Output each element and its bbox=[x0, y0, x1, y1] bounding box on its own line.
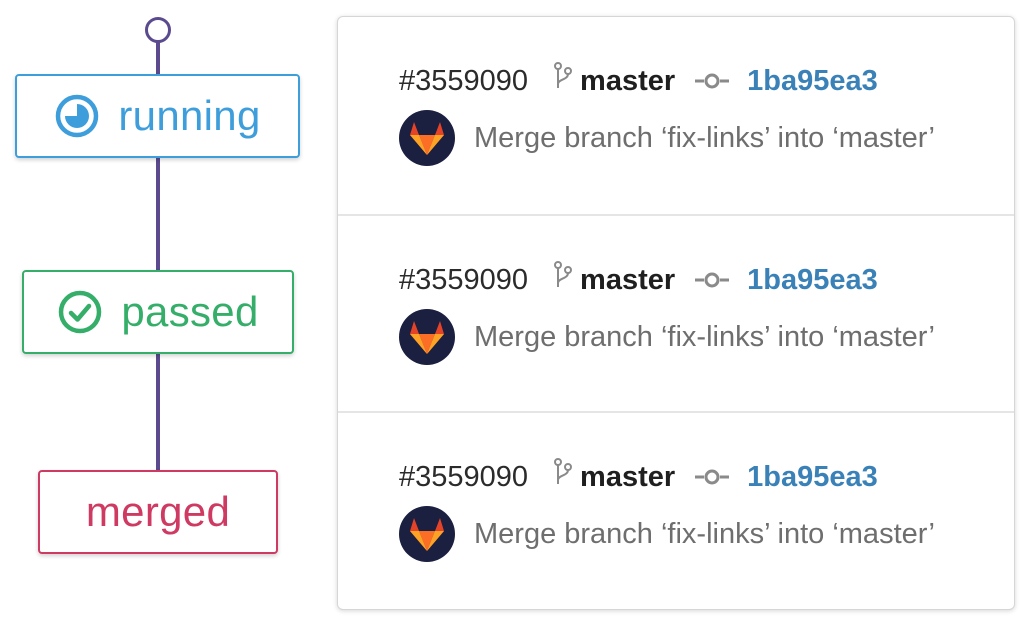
commit-icon bbox=[695, 272, 730, 288]
pipeline-row[interactable]: #3559090 master 1ba95ea3 bbox=[338, 411, 1014, 608]
check-circle-icon bbox=[59, 290, 102, 334]
branch-icon bbox=[554, 458, 573, 484]
commit-info: Merge branch ‘fix-links’ into ‘master’ bbox=[399, 309, 935, 365]
pipeline-id-link[interactable]: #3559090 bbox=[399, 460, 529, 493]
timeline-line bbox=[156, 40, 160, 470]
commit-sha-link[interactable]: 1ba95ea3 bbox=[747, 64, 878, 97]
status-timeline: running passed merged bbox=[0, 0, 320, 628]
avatar[interactable] bbox=[399, 309, 455, 365]
status-label: merged bbox=[85, 488, 231, 535]
pipeline-meta: #3559090 master 1ba95ea3 bbox=[399, 260, 878, 300]
status-label: passed bbox=[121, 288, 259, 335]
branch-name-link[interactable]: master bbox=[580, 460, 676, 493]
gitlab-tanuki-icon bbox=[410, 518, 444, 551]
status-label: running bbox=[118, 92, 261, 139]
commit-message-link[interactable]: Merge branch ‘fix-links’ into ‘master’ bbox=[474, 517, 935, 550]
running-icon bbox=[56, 94, 99, 138]
pipeline-id-link[interactable]: #3559090 bbox=[399, 263, 529, 296]
status-running-badge[interactable]: running bbox=[15, 74, 300, 158]
pipeline-id-link[interactable]: #3559090 bbox=[399, 64, 529, 97]
commit-sha-link[interactable]: 1ba95ea3 bbox=[747, 263, 878, 296]
commit-sha-link[interactable]: 1ba95ea3 bbox=[747, 460, 878, 493]
status-merged-badge[interactable]: merged bbox=[38, 470, 278, 554]
pipeline-row[interactable]: #3559090 master 1ba95ea3 bbox=[338, 214, 1014, 411]
gitlab-tanuki-icon bbox=[410, 122, 444, 155]
avatar[interactable] bbox=[399, 110, 455, 166]
pipeline-row[interactable]: #3559090 master 1ba95ea3 bbox=[338, 17, 1014, 214]
branch-name-link[interactable]: master bbox=[580, 64, 676, 97]
commit-message-link[interactable]: Merge branch ‘fix-links’ into ‘master’ bbox=[474, 121, 935, 154]
branch-name-link[interactable]: master bbox=[580, 263, 676, 296]
gitlab-tanuki-icon bbox=[410, 321, 444, 354]
branch-icon bbox=[554, 62, 573, 88]
pipeline-list: #3559090 master 1ba95ea3 bbox=[337, 16, 1015, 610]
pipeline-meta: #3559090 master 1ba95ea3 bbox=[399, 61, 878, 101]
avatar[interactable] bbox=[399, 506, 455, 562]
commit-info: Merge branch ‘fix-links’ into ‘master’ bbox=[399, 506, 935, 562]
branch-icon bbox=[554, 261, 573, 287]
pipeline-meta: #3559090 master 1ba95ea3 bbox=[399, 457, 878, 497]
timeline-start-node bbox=[145, 17, 171, 43]
commit-message-link[interactable]: Merge branch ‘fix-links’ into ‘master’ bbox=[474, 320, 935, 353]
commit-icon bbox=[695, 469, 730, 485]
status-passed-badge[interactable]: passed bbox=[22, 270, 294, 354]
commit-info: Merge branch ‘fix-links’ into ‘master’ bbox=[399, 110, 935, 166]
commit-icon bbox=[695, 73, 730, 89]
